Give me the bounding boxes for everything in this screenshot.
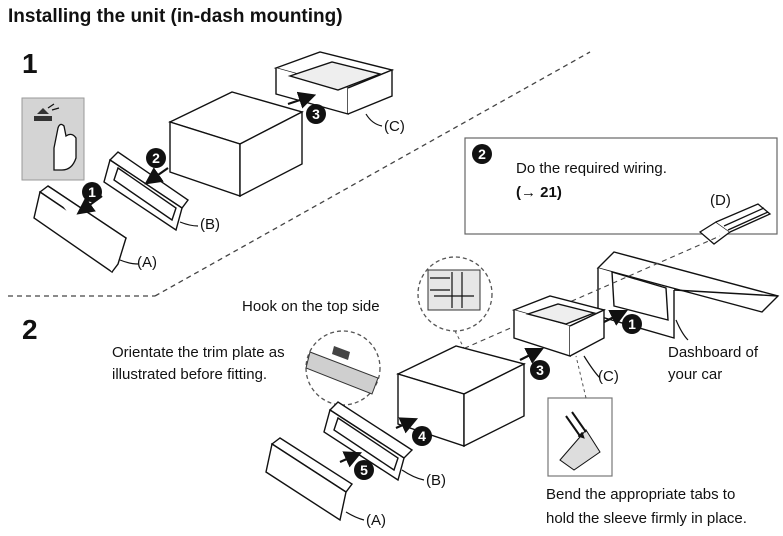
- part-c-label-step1: (C): [384, 118, 405, 135]
- dashboard-note-line2: your car: [668, 366, 723, 383]
- orient-note-line1: Orientate the trim plate as: [112, 344, 285, 361]
- wiring-page-ref: (→ 21): [516, 184, 562, 201]
- wire-connector-d: [698, 203, 772, 245]
- sleeve-c-step1: [273, 51, 395, 115]
- sleeve-c-step2: [511, 295, 607, 357]
- step-1-number: 1: [22, 48, 38, 79]
- wiring-instruction: Do the required wiring.: [516, 160, 667, 177]
- alignment-line: [455, 235, 721, 353]
- step2-arrows: [339, 310, 628, 468]
- step-2-number: 2: [22, 314, 38, 345]
- head-unit-step1: [168, 91, 304, 198]
- zoom-circle-hook: [305, 330, 381, 406]
- release-button-illustration: [21, 97, 85, 181]
- callout-3-step2: 3: [530, 360, 550, 380]
- dashed-divider: [8, 51, 591, 297]
- zoom-circle-sleeve: [417, 256, 493, 332]
- callout-1-step2: 1: [622, 314, 642, 334]
- part-d-label: (D): [710, 192, 731, 209]
- page-title: Installing the unit (in-dash mounting): [8, 6, 343, 27]
- orient-note-line2: illustrated before fitting.: [112, 366, 268, 383]
- trim-plate-b-step1: [103, 151, 189, 232]
- wiring-box: [464, 137, 778, 245]
- dashboard-note-line1: Dashboard of: [668, 344, 759, 361]
- trim-plate-b-step2: [323, 401, 414, 482]
- head-unit-step2: [396, 345, 526, 448]
- callout-2-step1: 2: [146, 148, 166, 168]
- callout-4-step2: 4: [412, 426, 432, 446]
- bend-tabs-inset: [547, 397, 613, 477]
- part-a-label-step2: (A): [366, 512, 386, 529]
- part-b-label-step2: (B): [426, 472, 446, 489]
- bend-note-line2: hold the sleeve firmly in place.: [546, 510, 747, 527]
- part-b-label-step1: (B): [200, 216, 220, 233]
- part-c-label-step2: (C): [598, 368, 619, 385]
- callout-5-step2: 5: [354, 460, 374, 480]
- bend-note-line1: Bend the appropriate tabs to: [546, 486, 736, 503]
- faceplate-a-step2: [265, 437, 354, 522]
- callout-1-step1: 1: [82, 182, 102, 202]
- part-a-label-step1: (A): [137, 254, 157, 271]
- faceplate-a-step1: [33, 185, 128, 274]
- callout-2-wiring: 2: [472, 144, 492, 164]
- hook-note: Hook on the top side: [242, 298, 380, 315]
- callout-3-step1: 3: [306, 104, 326, 124]
